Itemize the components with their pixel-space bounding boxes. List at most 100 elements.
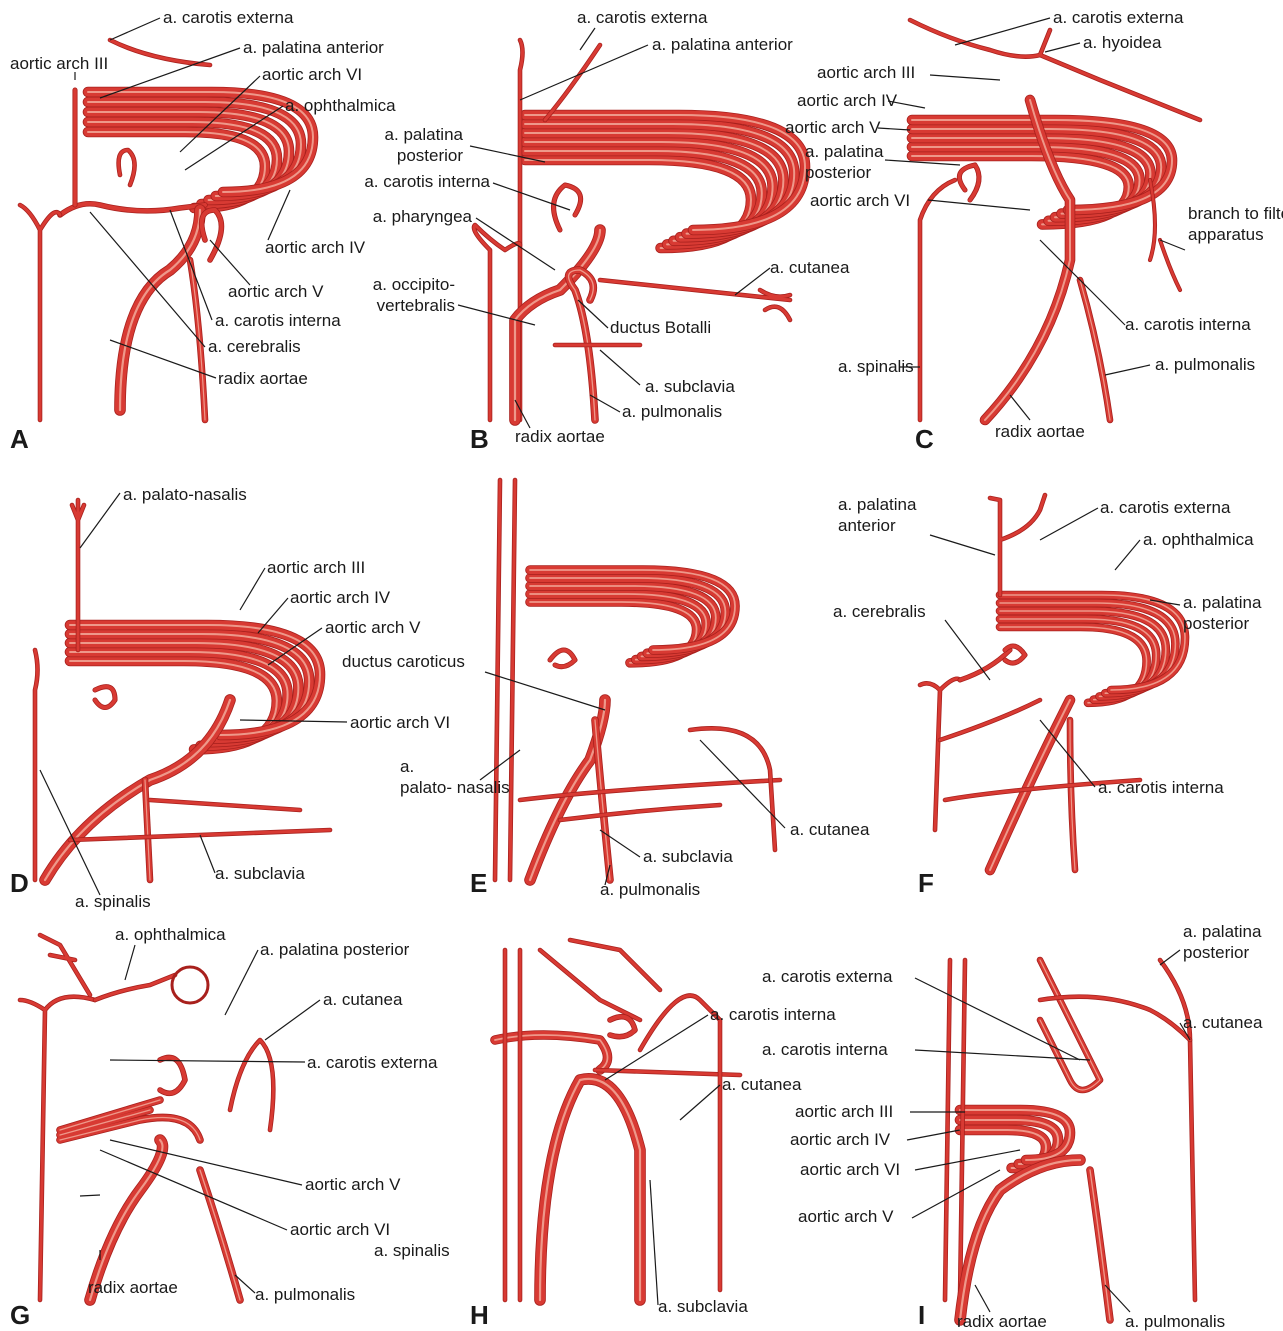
label-c-3: aortic arch IV bbox=[797, 91, 898, 110]
leader-line bbox=[110, 1060, 305, 1062]
label-c-10: a. pulmonalis bbox=[1155, 355, 1255, 374]
label-c-2: aortic arch III bbox=[817, 63, 915, 82]
radix-aortae-h bbox=[540, 1079, 640, 1300]
pulmonalis-c bbox=[1080, 280, 1110, 420]
panel-letter: G bbox=[10, 1300, 30, 1330]
label-d-5: a. subclavia bbox=[215, 864, 305, 883]
label-g-3: a. carotis externa bbox=[307, 1053, 438, 1072]
label-c-5: a. palatina bbox=[805, 142, 884, 161]
label-a-3: aortic arch VI bbox=[262, 65, 362, 84]
cutanea-h bbox=[640, 996, 720, 1290]
label-e-2: a. cutanea bbox=[790, 820, 870, 839]
leader-line bbox=[225, 950, 258, 1015]
label-i-6: aortic arch VI bbox=[800, 1160, 900, 1179]
aortic-arches-h bbox=[495, 1035, 608, 1070]
carotis-int-b bbox=[554, 185, 581, 230]
panel-letter: H bbox=[470, 1300, 489, 1330]
leader-line bbox=[650, 1180, 658, 1305]
a-cutanea-b bbox=[600, 280, 790, 320]
leader-line bbox=[240, 568, 265, 610]
pulmonalis-g bbox=[200, 1170, 240, 1300]
label-f-1: a. carotis externa bbox=[1100, 498, 1231, 517]
label-e-1: a. bbox=[400, 757, 414, 776]
label-i-4: aortic arch III bbox=[795, 1102, 893, 1121]
label-b-10: radix aortae bbox=[515, 427, 605, 446]
label-g-0: a. ophthalmica bbox=[115, 925, 226, 944]
leader-line bbox=[80, 493, 120, 548]
aortic-arches-g bbox=[60, 1100, 200, 1140]
spinal-a bbox=[20, 205, 60, 420]
pulmonalis-e bbox=[595, 720, 610, 880]
label-h-0: a. carotis interna bbox=[710, 1005, 836, 1024]
leader-line bbox=[928, 200, 1030, 210]
carotis-i bbox=[1040, 960, 1100, 1090]
ophthalmica-g bbox=[40, 935, 175, 1000]
branches-h bbox=[540, 940, 660, 1020]
cerebralis-f bbox=[960, 650, 1010, 680]
leader-line bbox=[907, 1130, 960, 1140]
radix-aortae-g bbox=[90, 1140, 163, 1300]
label-g-5: aortic arch VI bbox=[290, 1220, 390, 1239]
panel-letter: B bbox=[470, 424, 489, 454]
label-d-1: aortic arch III bbox=[267, 558, 365, 577]
label-b-1: a. palatina anterior bbox=[652, 35, 793, 54]
cutanea-g bbox=[230, 1040, 273, 1130]
spinal-h bbox=[505, 950, 520, 1300]
leader-line bbox=[1045, 43, 1080, 52]
panel-letter: E bbox=[470, 868, 487, 898]
label-h-1: a. cutanea bbox=[722, 1075, 802, 1094]
leader-line bbox=[1115, 540, 1140, 570]
leader-line bbox=[955, 18, 1050, 45]
label-c-8: a. carotis interna bbox=[1125, 315, 1251, 334]
label-g-2: a. cutanea bbox=[323, 990, 403, 1009]
leader-line bbox=[878, 128, 910, 130]
cutanea-i bbox=[1160, 960, 1195, 1300]
pulmonalis-a bbox=[190, 260, 205, 420]
radix-aortae-a bbox=[120, 210, 200, 410]
label-i-9: a. pulmonalis bbox=[1125, 1312, 1225, 1331]
label-i-8: radix aortae bbox=[957, 1312, 1047, 1331]
label-a-7: a. carotis interna bbox=[215, 311, 341, 330]
cutanea-e bbox=[690, 728, 775, 850]
label-d-2: aortic arch IV bbox=[290, 588, 391, 607]
label-g-1: a. palatina posterior bbox=[260, 940, 410, 959]
label-b-9: a. pulmonalis bbox=[622, 402, 722, 421]
label-f-5: a. carotis interna bbox=[1098, 778, 1224, 797]
pulmonalis-i bbox=[1090, 1170, 1110, 1320]
panel-letter: F bbox=[918, 868, 934, 898]
label-a-0: a. carotis externa bbox=[163, 8, 294, 27]
radix-aortae-i bbox=[960, 1160, 1080, 1320]
label-f-0: anterior bbox=[838, 516, 896, 535]
label-b-5: a. cutanea bbox=[770, 258, 850, 277]
carotis-int-g bbox=[160, 1058, 185, 1094]
leader-line bbox=[125, 945, 135, 980]
palatina-ant-b bbox=[545, 45, 600, 120]
label-a-1: a. palatina anterior bbox=[243, 38, 384, 57]
label-c-7: apparatus bbox=[1188, 225, 1264, 244]
label-g-7: radix aortae bbox=[88, 1278, 178, 1297]
leader-line bbox=[265, 1000, 320, 1040]
panel-letter: C bbox=[915, 424, 934, 454]
label-c-11: radix aortae bbox=[995, 422, 1085, 441]
leader-line bbox=[80, 1195, 100, 1196]
label-a-9: radix aortae bbox=[218, 369, 308, 388]
label-f-4: a. cerebralis bbox=[833, 602, 926, 621]
label-i-2: a. cutanea bbox=[1183, 1013, 1263, 1032]
label-c-4: aortic arch V bbox=[785, 118, 881, 137]
label-b-3: a. carotis interna bbox=[364, 172, 490, 191]
label-f-3: posterior bbox=[1183, 614, 1249, 633]
leader-line bbox=[110, 18, 160, 40]
spinal-d bbox=[35, 650, 38, 880]
label-g-6: a. spinalis bbox=[374, 1241, 450, 1260]
leader-line bbox=[90, 212, 205, 347]
label-g-8: a. pulmonalis bbox=[255, 1285, 355, 1304]
radix-aortae-d bbox=[45, 700, 230, 880]
label-g-4: aortic arch V bbox=[305, 1175, 401, 1194]
leader-line bbox=[200, 835, 215, 873]
label-e-0: ductus caroticus bbox=[342, 652, 465, 671]
leader-line bbox=[210, 240, 250, 285]
label-b-2: posterior bbox=[397, 146, 463, 165]
label-b-7: ductus Botalli bbox=[610, 318, 711, 337]
label-i-7: aortic arch V bbox=[798, 1207, 894, 1226]
leader-line bbox=[1040, 508, 1098, 540]
